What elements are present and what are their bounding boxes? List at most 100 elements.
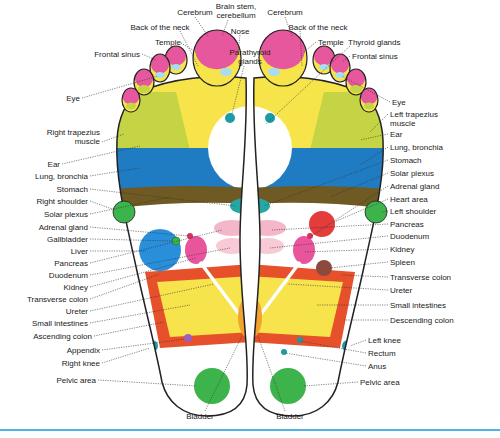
organ-label: Right knee xyxy=(62,359,100,368)
organ-label: Thyroid glands xyxy=(348,38,400,47)
leader-line xyxy=(90,305,190,323)
leader-line xyxy=(360,147,388,165)
organ-label: Left trapezius muscle xyxy=(390,110,452,128)
organ-label: Anus xyxy=(368,362,386,371)
organ-label: Left knee xyxy=(368,336,401,345)
appendix-zone xyxy=(184,334,192,342)
single-side-zones xyxy=(139,211,335,355)
organ-label: Frontal sinus xyxy=(352,52,398,61)
heart-zone xyxy=(309,211,335,237)
organ-label: Small intestines xyxy=(32,319,88,328)
organ-label: Cerebrum xyxy=(267,8,303,17)
leader-line xyxy=(270,236,388,248)
leader-line xyxy=(381,211,388,212)
leader-line xyxy=(334,199,388,222)
leader-line xyxy=(342,275,388,277)
leader-line xyxy=(370,114,388,132)
leader-line xyxy=(222,20,228,36)
organ-label: Temple xyxy=(155,38,181,47)
organ-label: Nose xyxy=(231,27,250,36)
organ-label: Pancreas xyxy=(390,220,424,229)
leader-line xyxy=(90,248,230,275)
leader-line xyxy=(232,66,244,114)
bottom-rule xyxy=(0,429,500,431)
organ-label: Descending colon xyxy=(390,316,454,325)
organ-label: Bladder xyxy=(276,412,304,421)
leader-line xyxy=(285,353,366,366)
leader-line xyxy=(304,249,388,252)
organ-label: Frontal sinus xyxy=(94,50,140,59)
liver-zone xyxy=(139,229,181,271)
rectum-zone xyxy=(297,337,303,343)
organ-label: Eye xyxy=(66,94,80,103)
leader-line xyxy=(90,201,115,210)
leader-line xyxy=(90,239,174,241)
organ-label: Stomach xyxy=(56,185,88,194)
leader-line xyxy=(90,258,196,287)
leader-line xyxy=(330,173,388,197)
leader-line xyxy=(90,189,236,206)
organ-label: Ear xyxy=(390,130,402,139)
organ-label: Temple xyxy=(318,38,344,47)
leader-line xyxy=(205,336,242,411)
leader-line xyxy=(102,339,185,350)
organ-label: Small intestines xyxy=(390,301,446,310)
leader-line xyxy=(98,380,196,386)
organ-label: Right trapezius muscle xyxy=(28,128,100,146)
leader-line xyxy=(288,284,388,290)
leader-line xyxy=(300,31,302,66)
spleen-zone xyxy=(316,260,332,276)
organ-label: Ureter xyxy=(66,307,88,316)
leader-line xyxy=(142,54,156,60)
leader-line xyxy=(90,197,170,214)
leader-lines xyxy=(62,17,390,411)
organ-label: Brain stem, cerebellum xyxy=(211,2,261,20)
leader-line xyxy=(90,284,214,311)
leader-line xyxy=(342,56,350,62)
left-foot xyxy=(208,30,400,416)
organ-label: Back of the neck xyxy=(288,23,347,32)
leader-line xyxy=(90,168,140,176)
organ-label: Rectum xyxy=(368,349,396,358)
leader-line xyxy=(342,76,390,102)
organ-label: Pancreas xyxy=(54,259,88,268)
organ-label: Adrenal gland xyxy=(39,223,88,232)
leader-line xyxy=(82,76,158,98)
organ-label: Back of the neck xyxy=(130,23,189,32)
organ-label: Stomach xyxy=(390,156,422,165)
organ-label: Left shoulder xyxy=(390,207,436,216)
organ-label: Pelvic area xyxy=(56,376,96,385)
organ-label: Pelvic area xyxy=(360,378,400,387)
organ-label: Duodenum xyxy=(390,232,429,241)
leader-line xyxy=(350,340,366,346)
organ-label: Gallbladder xyxy=(47,235,88,244)
organ-label: Ureter xyxy=(390,286,412,295)
organ-label: Kidney xyxy=(64,283,88,292)
organ-label: Duodenum xyxy=(49,271,88,280)
organ-label: Adrenal gland xyxy=(390,182,439,191)
organ-label: Spleen xyxy=(390,258,415,267)
organ-label: Parathyroid glands xyxy=(226,48,274,66)
leader-line xyxy=(90,227,189,236)
leader-line xyxy=(316,305,388,306)
leader-line xyxy=(330,262,388,268)
organ-label: Bladder xyxy=(186,412,214,421)
leader-line xyxy=(62,146,140,164)
leader-line xyxy=(304,382,358,386)
leader-line xyxy=(102,134,124,142)
organ-label: Ear xyxy=(48,160,60,169)
leader-line xyxy=(264,160,388,206)
organ-label: Transverse colon xyxy=(390,273,451,282)
leader-line xyxy=(311,186,388,236)
organ-label: Solar plexus xyxy=(44,210,88,219)
organ-label: Lung, bronchia xyxy=(35,172,88,181)
leader-line xyxy=(300,341,366,353)
organ-label: Appendix xyxy=(67,346,100,355)
leader-line xyxy=(304,42,316,52)
organ-label: Ascending colon xyxy=(33,332,92,341)
leader-line xyxy=(181,43,196,52)
leader-line xyxy=(272,224,388,230)
organ-label: Right shoulder xyxy=(36,197,88,206)
leader-line xyxy=(360,134,388,140)
organ-label: Kidney xyxy=(390,245,414,254)
